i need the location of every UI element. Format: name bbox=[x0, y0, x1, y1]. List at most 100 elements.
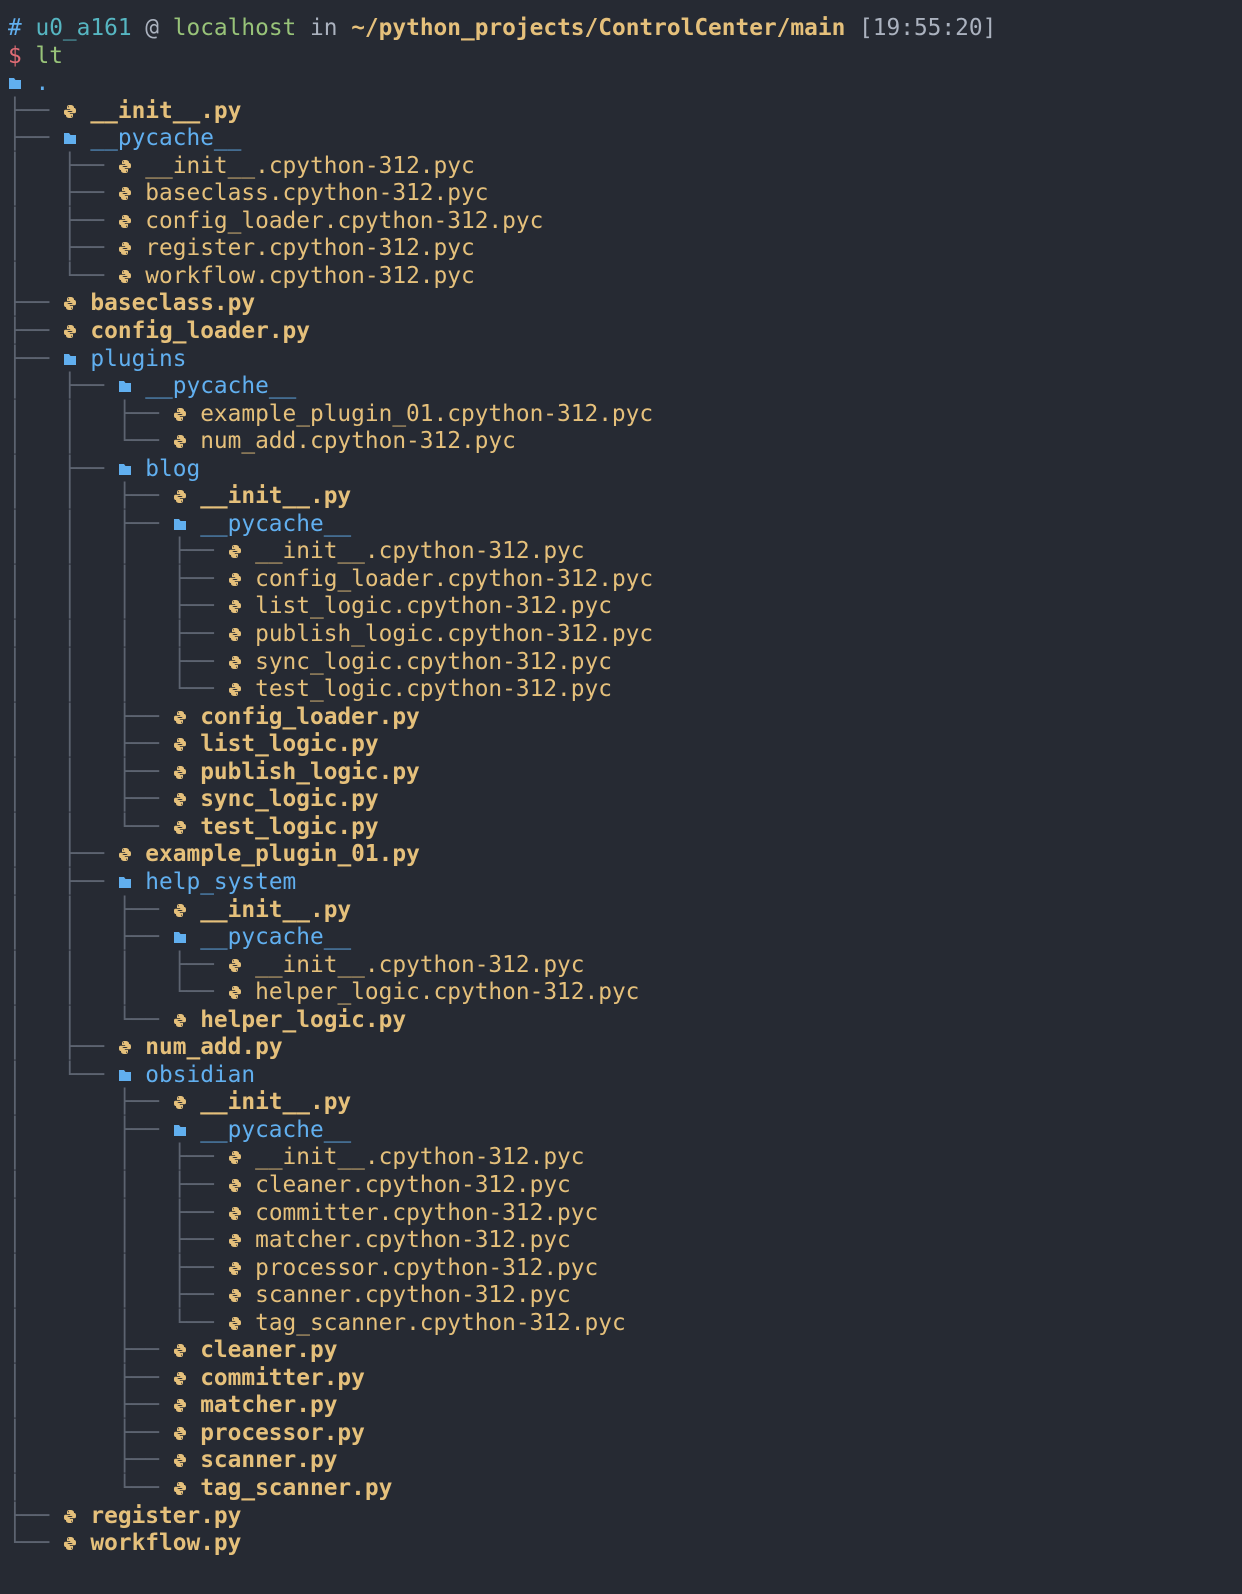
file-name: committer.py bbox=[200, 1364, 365, 1391]
python-icon bbox=[63, 293, 77, 313]
tree-connector: │ │ ├── bbox=[8, 731, 173, 758]
file-name: matcher.cpython-312.pyc bbox=[255, 1227, 571, 1254]
file-name: test_logic.cpython-312.pyc bbox=[255, 676, 612, 703]
file-name: config_loader.cpython-312.pyc bbox=[145, 207, 544, 234]
tree-file-row: │ ├── __init__.cpython-312.pyc bbox=[8, 153, 1242, 181]
tree-folder-row: ├── plugins bbox=[8, 346, 1242, 374]
python-icon bbox=[173, 1368, 187, 1388]
tree-connector: │ ├── bbox=[8, 1447, 173, 1474]
python-icon bbox=[173, 1010, 187, 1030]
tree-file-row: │ │ │ ├── publish_logic.cpython-312.pyc bbox=[8, 621, 1242, 649]
python-icon bbox=[63, 1533, 77, 1553]
prompt-hash: # bbox=[8, 15, 22, 41]
tree-connector: └── bbox=[8, 1530, 63, 1557]
tree-file-row: │ ├── matcher.py bbox=[8, 1392, 1242, 1420]
python-icon bbox=[228, 982, 242, 1002]
python-icon bbox=[173, 1450, 187, 1470]
folder-icon bbox=[63, 128, 77, 148]
file-tree: .├── __init__.py├── __pycache__│ ├── __i… bbox=[8, 70, 1242, 1558]
tree-folder-row: ├── __pycache__ bbox=[8, 125, 1242, 153]
python-icon bbox=[228, 1230, 242, 1250]
tree-connector: │ │ ├── bbox=[8, 786, 173, 813]
folder-name: __pycache__ bbox=[200, 510, 352, 537]
prompt-at: @ bbox=[145, 15, 160, 41]
tree-folder-row: │ ├── __pycache__ bbox=[8, 373, 1242, 401]
tree-file-row: │ │ ├── processor.cpython-312.pyc bbox=[8, 1255, 1242, 1283]
folder-icon bbox=[173, 1120, 187, 1140]
folder-icon bbox=[118, 872, 132, 892]
tree-file-row: └── workflow.py bbox=[8, 1530, 1242, 1558]
tree-connector: │ ├── bbox=[8, 841, 118, 868]
python-icon bbox=[173, 1092, 187, 1112]
tree-connector: │ │ ├── bbox=[8, 703, 173, 730]
folder-icon bbox=[118, 1065, 132, 1085]
prompt-user: u0_a161 bbox=[35, 15, 132, 41]
file-name: cleaner.py bbox=[200, 1337, 338, 1364]
folder-icon bbox=[173, 927, 187, 947]
python-icon bbox=[63, 1506, 77, 1526]
tree-connector: │ │ └── bbox=[8, 428, 173, 455]
tree-file-row: │ │ │ ├── list_logic.cpython-312.pyc bbox=[8, 593, 1242, 621]
tree-connector: │ │ ├── bbox=[8, 510, 173, 537]
tree-connector: ├── bbox=[8, 290, 63, 317]
folder-name: plugins bbox=[90, 345, 187, 372]
tree-connector: │ ├── bbox=[8, 207, 118, 234]
tree-file-row: │ │ ├── matcher.cpython-312.pyc bbox=[8, 1227, 1242, 1255]
tree-connector: │ │ │ └── bbox=[8, 676, 228, 703]
tree-connector: │ │ ├── bbox=[8, 758, 173, 785]
prompt-dollar: $ bbox=[8, 42, 22, 69]
tree-file-row: │ ├── cleaner.py bbox=[8, 1337, 1242, 1365]
file-name: workflow.cpython-312.pyc bbox=[145, 262, 475, 289]
tree-folder-row: │ │ ├── __pycache__ bbox=[8, 924, 1242, 952]
folder-name: help_system bbox=[145, 868, 297, 895]
tree-folder-row: │ ├── help_system bbox=[8, 869, 1242, 897]
python-icon bbox=[173, 734, 187, 754]
folder-name: __pycache__ bbox=[200, 924, 352, 951]
tree-connector: │ ├── bbox=[8, 180, 118, 207]
file-name: publish_logic.py bbox=[200, 758, 420, 785]
python-icon bbox=[173, 707, 187, 727]
python-icon bbox=[173, 762, 187, 782]
tree-file-row: │ ├── example_plugin_01.py bbox=[8, 841, 1242, 869]
file-name: num_add.cpython-312.pyc bbox=[200, 428, 516, 455]
tree-file-row: │ │ ├── config_loader.py bbox=[8, 704, 1242, 732]
tree-file-row: │ │ ├── example_plugin_01.cpython-312.py… bbox=[8, 401, 1242, 429]
python-icon bbox=[228, 679, 242, 699]
file-name: sync_logic.py bbox=[200, 786, 379, 813]
file-name: __init__.cpython-312.pyc bbox=[255, 1144, 585, 1171]
tree-file-row: │ │ └── test_logic.py bbox=[8, 814, 1242, 842]
python-icon bbox=[118, 1037, 132, 1057]
tree-connector: │ │ │ ├── bbox=[8, 565, 228, 592]
python-icon bbox=[228, 955, 242, 975]
tree-connector: │ │ ├── bbox=[8, 1144, 228, 1171]
tree-folder-row: . bbox=[8, 70, 1242, 98]
folder-name: __pycache__ bbox=[90, 125, 242, 152]
python-icon bbox=[173, 431, 187, 451]
tree-file-row: │ │ └── tag_scanner.cpython-312.pyc bbox=[8, 1310, 1242, 1338]
tree-file-row: │ │ ├── list_logic.py bbox=[8, 731, 1242, 759]
tree-connector: │ │ └── bbox=[8, 1006, 173, 1033]
tree-connector: │ ├── bbox=[8, 373, 118, 400]
file-name: committer.cpython-312.pyc bbox=[255, 1199, 599, 1226]
file-name: tag_scanner.py bbox=[200, 1474, 393, 1501]
tree-file-row: │ │ ├── committer.cpython-312.pyc bbox=[8, 1200, 1242, 1228]
tree-connector: │ │ ├── bbox=[8, 1227, 228, 1254]
tree-connector: │ │ └── bbox=[8, 1309, 228, 1336]
tree-connector: │ ├── bbox=[8, 868, 118, 895]
python-icon bbox=[228, 569, 242, 589]
tree-connector: │ │ ├── bbox=[8, 1171, 228, 1198]
python-icon bbox=[63, 321, 77, 341]
tree-connector: │ │ │ ├── bbox=[8, 621, 228, 648]
python-icon bbox=[118, 844, 132, 864]
python-icon bbox=[228, 652, 242, 672]
tree-connector: ├── bbox=[8, 1502, 63, 1529]
python-icon bbox=[173, 486, 187, 506]
tree-connector: │ ├── bbox=[8, 1089, 173, 1116]
python-icon bbox=[118, 238, 132, 258]
folder-name: obsidian bbox=[145, 1061, 256, 1088]
python-icon bbox=[173, 817, 187, 837]
command-text: lt bbox=[35, 42, 63, 69]
tree-connector: │ ├── bbox=[8, 1364, 173, 1391]
python-icon bbox=[173, 789, 187, 809]
terminal[interactable]: # u0_a161 @ localhost in ~/python_projec… bbox=[0, 0, 1242, 1558]
